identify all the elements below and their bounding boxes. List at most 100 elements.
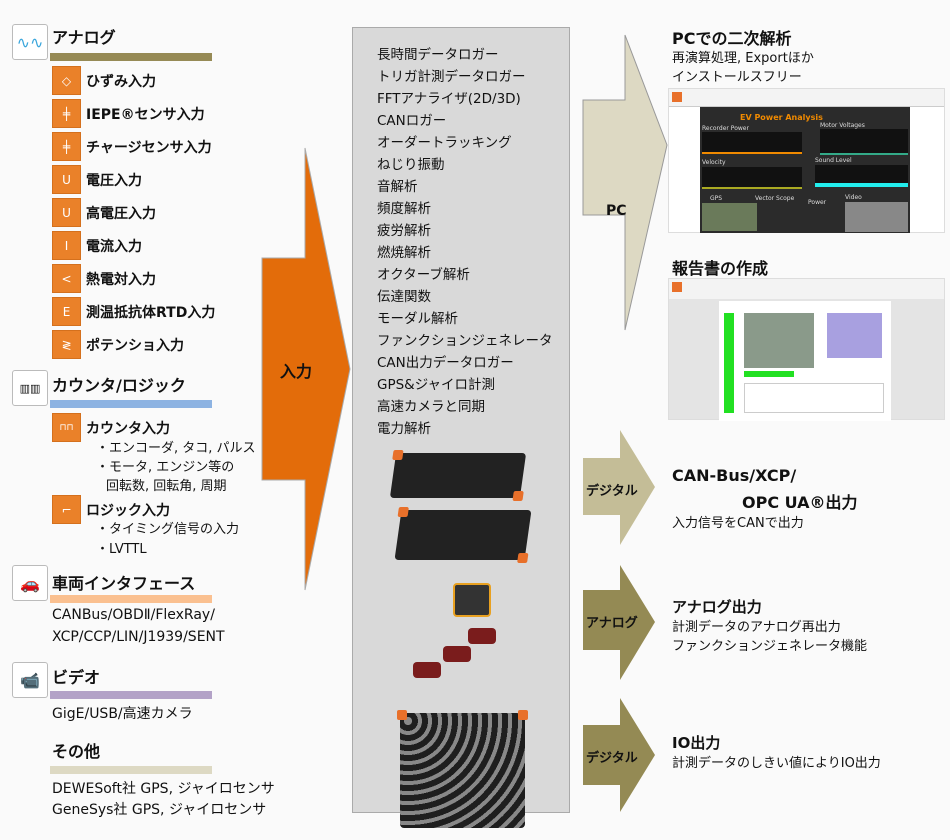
pulse-icon: ⊓⊓ <box>52 413 81 442</box>
counter-detail: ・モータ, エンジン等の <box>96 460 235 475</box>
panel-label: Video <box>845 194 862 201</box>
function-list-item: オクターブ解析 <box>377 267 470 283</box>
logic-detail: ・LVTTL <box>96 542 147 557</box>
can-output-title: CAN-Bus/XCP/ <box>672 466 797 485</box>
camera-image <box>443 646 471 662</box>
panel-label: Vector Scope <box>755 195 795 202</box>
analog-input-label: 測温抵抗体RTD入力 <box>86 305 216 321</box>
device-image <box>397 710 528 828</box>
category-analog-bar <box>50 53 212 61</box>
category-vehicle-bar <box>50 595 212 603</box>
waveform-icon: ∿∿ <box>12 24 48 60</box>
bridge-icon: ◇ <box>52 66 81 95</box>
panel-label: Sound Level <box>815 157 852 164</box>
analog-input-label: 熱電対入力 <box>86 272 156 288</box>
report-screenshot <box>668 278 945 421</box>
category-other-title: その他 <box>52 742 101 761</box>
panel-label: Power <box>808 199 827 206</box>
voltage-icon: U <box>52 198 81 227</box>
pc-arrow-label: PC <box>606 203 627 219</box>
category-video-bar <box>50 691 212 699</box>
current-icon: I <box>52 231 81 260</box>
sensor-icon: ╪ <box>52 132 81 161</box>
counter-detail: 回転数, 回転角, 周期 <box>106 479 227 494</box>
function-list-item: 頻度解析 <box>377 201 431 217</box>
voltage-icon: U <box>52 165 81 194</box>
function-list-item: 電力解析 <box>377 421 431 437</box>
function-list-item: 長時間データロガー <box>377 47 499 63</box>
function-list-item: 高速カメラと同期 <box>377 399 485 415</box>
analog-input-label: 電流入力 <box>86 239 142 255</box>
digital-arrow-label: デジタル <box>586 484 638 499</box>
camera-image <box>413 662 441 678</box>
function-list-item: ファンクションジェネレータ <box>377 333 553 349</box>
dashboard-title: EV Power Analysis <box>740 113 823 122</box>
camera-image <box>468 628 496 644</box>
video-types: GigE/USB/高速カメラ <box>52 706 193 722</box>
category-analog-title: アナログ <box>52 28 116 47</box>
function-list-item: CAN出力データロガー <box>377 355 514 371</box>
device-image <box>453 583 491 617</box>
can-output-detail: 入力信号をCANで出力 <box>672 516 804 531</box>
pc-arrow <box>582 34 668 331</box>
pc-title: PCでの二次解析 <box>672 29 792 48</box>
category-counter-title: カウンタ/ロジック <box>52 376 186 395</box>
analog-input-label: ポテンショ入力 <box>86 338 184 354</box>
function-list-item: CANロガー <box>377 113 447 129</box>
io-arrow-label: デジタル <box>586 751 638 766</box>
report-title: 報告書の作成 <box>672 259 769 278</box>
analog-arrow <box>583 565 655 680</box>
thermocouple-icon: < <box>52 264 81 293</box>
analog-output-detail: ファンクションジェネレータ機能 <box>672 639 868 654</box>
can-output-title-2: OPC UA®出力 <box>742 493 858 512</box>
logic-input-label: ロジック入力 <box>86 503 170 519</box>
function-list-item: GPS&ジャイロ計測 <box>377 377 496 393</box>
panel-label: GPS <box>710 195 723 202</box>
analog-output-detail: 計測データのアナログ再出力 <box>672 620 841 635</box>
function-list-item: オーダートラッキング <box>377 135 512 151</box>
counter-detail: ・エンコーダ, タコ, パルス <box>96 441 256 456</box>
function-list-item: ねじり振動 <box>377 157 445 173</box>
category-other-bar <box>50 766 212 774</box>
function-list-item: 疲労解析 <box>377 223 431 239</box>
other-item: GeneSys社 GPS, ジャイロセンサ <box>52 802 267 818</box>
category-counter-bar <box>50 400 212 408</box>
panel-label: Velocity <box>702 159 726 166</box>
counter-icon: ▥▥ <box>12 370 48 406</box>
car-icon: 🚗 <box>12 565 48 601</box>
potentiometer-icon: ≷ <box>52 330 81 359</box>
analog-arrow-label: アナログ <box>586 616 638 631</box>
device-image <box>389 450 527 501</box>
analog-input-label: IEPE®センサ入力 <box>86 107 205 123</box>
switch-icon: ⌐ <box>52 495 81 524</box>
rtd-icon: E <box>52 297 81 326</box>
category-vehicle-title: 車両インタフェース <box>52 574 196 593</box>
panel-label: Motor Voltages <box>820 122 865 129</box>
pc-detail: インストールスフリー <box>672 70 802 85</box>
input-arrow-label: 入力 <box>280 362 313 381</box>
function-list-item: モーダル解析 <box>377 311 458 327</box>
function-list-item: 燃焼解析 <box>377 245 431 261</box>
pc-detail: 再演算処理, Exportほか <box>672 51 814 66</box>
function-list-item: FFTアナライザ(2D/3D) <box>377 91 521 107</box>
analog-input-label: 電圧入力 <box>86 173 142 189</box>
output-arrows <box>582 34 668 812</box>
analog-output-title: アナログ出力 <box>672 598 762 616</box>
vehicle-protocols: CANBus/OBDⅡ/FlexRay/ <box>52 607 215 623</box>
device-image <box>394 507 532 563</box>
analog-input-label: 高電圧入力 <box>86 206 156 222</box>
function-list-item: 音解析 <box>377 179 418 195</box>
sensor-icon: ╪ <box>52 99 81 128</box>
input-arrow <box>261 147 351 591</box>
counter-input-label: カウンタ入力 <box>86 421 170 437</box>
logic-detail: ・タイミング信号の入力 <box>96 522 240 537</box>
io-arrow <box>583 698 655 812</box>
digital-arrow <box>583 430 655 545</box>
analog-input-label: チャージセンサ入力 <box>86 140 212 156</box>
other-item: DEWESoft社 GPS, ジャイロセンサ <box>52 781 275 797</box>
function-list-item: 伝達関数 <box>377 289 431 305</box>
function-list-panel: 長時間データロガートリガ計測データロガー FFTアナライザ(2D/3D) CANロガ… <box>352 27 570 828</box>
analog-input-label: ひずみ入力 <box>86 74 156 90</box>
function-list-item: トリガ計測データロガー <box>377 69 526 85</box>
io-output-detail: 計測データのしきい値によりIO出力 <box>672 756 881 771</box>
